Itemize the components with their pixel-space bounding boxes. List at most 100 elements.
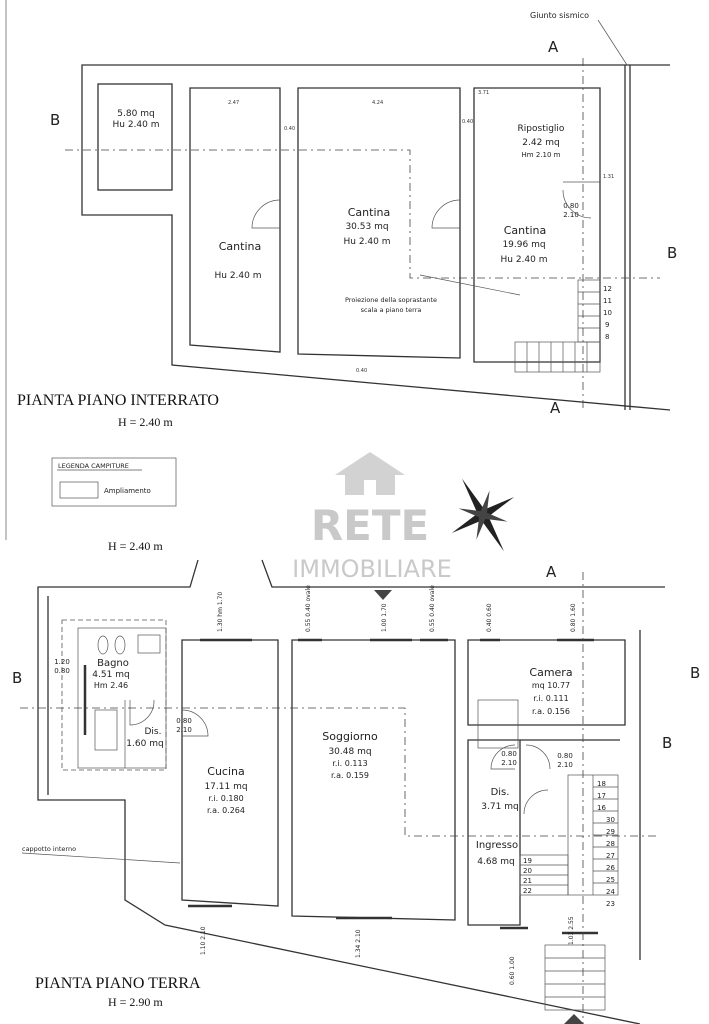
- step-number: 17: [597, 792, 606, 800]
- room-height: Hu 2.40 m: [113, 120, 160, 130]
- room-area: 30.48 mq: [328, 747, 371, 757]
- stair-note: scala a piano terra: [361, 306, 422, 314]
- room-name: Dis.: [145, 727, 162, 737]
- mid-height-label: H = 2.40 m: [108, 539, 163, 553]
- door-width: 0.80: [176, 717, 192, 725]
- room-name: Ripostiglio: [518, 124, 565, 134]
- section-a-label: A: [546, 563, 557, 581]
- step-number: 30: [606, 816, 615, 824]
- room-name: Cantina: [219, 240, 261, 253]
- door-height: 2.10: [557, 761, 573, 769]
- step-number: 20: [523, 867, 532, 875]
- section-b-left: B: [12, 669, 22, 687]
- legend-swatch: [59, 481, 99, 499]
- window-dimension: 1.34 2.10: [355, 929, 362, 958]
- cappotto-label: cappotto interno: [22, 845, 76, 853]
- room-name: Camera: [529, 666, 572, 679]
- step-number: 10: [603, 309, 612, 317]
- section-b-left: B: [50, 111, 60, 129]
- step-number: 27: [606, 852, 615, 860]
- room-ra: r.a. 0.156: [532, 707, 570, 716]
- dimension: 2.47: [228, 100, 239, 106]
- step-number: 21: [523, 877, 532, 885]
- room-area: 1.60 mq: [126, 739, 163, 749]
- room-area: 19.96 mq: [502, 240, 545, 250]
- step-number: 23: [606, 900, 615, 908]
- cantina-2: [297, 87, 461, 359]
- step-number: 18: [597, 780, 606, 788]
- room-area: 4.68 mq: [477, 857, 514, 867]
- watermark-text: RETE: [311, 501, 429, 550]
- room-name: Ingresso: [476, 840, 518, 851]
- window-dimension: 1.03 2.55: [568, 916, 575, 945]
- step-number: 11: [603, 297, 612, 305]
- compass-rose-icon: [451, 478, 515, 552]
- basement-plan-title: PIANTA PIANO INTERRATO: [17, 392, 219, 409]
- section-a-bottom: A: [550, 399, 561, 417]
- step-number: 22: [523, 887, 532, 895]
- room-height: Hm 2.46: [94, 681, 128, 690]
- room-area: mq 10.77: [532, 681, 570, 690]
- ground-plan-height: H = 2.90 m: [108, 995, 163, 1009]
- watermark-text: IMMOBILIARE: [292, 555, 452, 583]
- ground-floor-plan: [20, 559, 665, 1024]
- dimension: 3.71: [478, 90, 489, 96]
- window-dimension: 0.55 0.40 ovale: [429, 585, 436, 632]
- room-area: 4.51 mq: [92, 670, 129, 680]
- window-dimension: 1.10 2.10: [200, 926, 207, 955]
- entrance-arrow-icon: [564, 1014, 584, 1024]
- window-dimension: 0.60 1.00: [509, 956, 516, 985]
- section-a-top: A: [548, 38, 559, 56]
- window-height: 0.80: [54, 667, 70, 675]
- window-dimension: 1.00 1.70: [381, 603, 388, 632]
- room-ri: r.i. 0.113: [332, 759, 367, 768]
- dimension: 4.24: [372, 100, 383, 106]
- basement-stairs: [419, 274, 601, 373]
- legend-item: Ampliamento: [104, 487, 151, 495]
- step-number: 28: [606, 840, 615, 848]
- section-b-right: B: [667, 244, 677, 262]
- step-number: 9: [605, 321, 609, 329]
- room-area: 17.11 mq: [204, 782, 247, 792]
- room-height: Hu 2.40 m: [215, 271, 262, 281]
- door-height: 2.10: [501, 759, 517, 767]
- room-area: 3.71 mq: [481, 802, 518, 812]
- step-number: 8: [605, 333, 609, 341]
- step-number: 19: [523, 857, 532, 865]
- room-height: Hu 2.40 m: [501, 255, 548, 265]
- step-number: 25: [606, 876, 615, 884]
- room-name: Soggiorno: [322, 730, 378, 743]
- door-height: 2.10: [563, 211, 579, 219]
- storage-room-small: [97, 83, 173, 191]
- step-number: 12: [603, 285, 612, 293]
- basement-plan-height: H = 2.40 m: [118, 415, 173, 429]
- room-ra: r.a. 0.159: [331, 771, 369, 780]
- room-ri: r.i. 0.111: [533, 694, 568, 703]
- room-area: 5.80 mq: [117, 109, 154, 119]
- basement-plan: [65, 19, 671, 411]
- room-name: Cantina: [348, 206, 390, 219]
- dimension: 0.40: [462, 119, 473, 125]
- ingresso: [467, 739, 521, 926]
- watermark-logo: [335, 452, 405, 495]
- door-width: 0.80: [501, 750, 517, 758]
- legend: [51, 457, 177, 507]
- dimension: 0.40: [356, 368, 367, 374]
- step-number: 29: [606, 828, 615, 836]
- window-width: 1.20: [54, 658, 70, 666]
- ground-stairs: [519, 774, 619, 1011]
- window-dimension: 0.40 0.60: [486, 603, 493, 632]
- stair-note: Proiezione della soprastante: [345, 296, 437, 304]
- door-width: 0.80: [557, 752, 573, 760]
- room-name: Dis.: [491, 787, 510, 798]
- section-b-right: B: [690, 664, 700, 682]
- room-name: Cucina: [207, 765, 244, 778]
- room-area: 30.53 mq: [345, 222, 388, 232]
- seismic-joint-label: Giunto sismico: [530, 11, 589, 20]
- section-b-right: B: [662, 734, 672, 752]
- step-number: 24: [606, 888, 615, 896]
- room-area: 2.42 mq: [522, 138, 559, 148]
- window-dimension: 1.30 hm 1.70: [217, 592, 224, 632]
